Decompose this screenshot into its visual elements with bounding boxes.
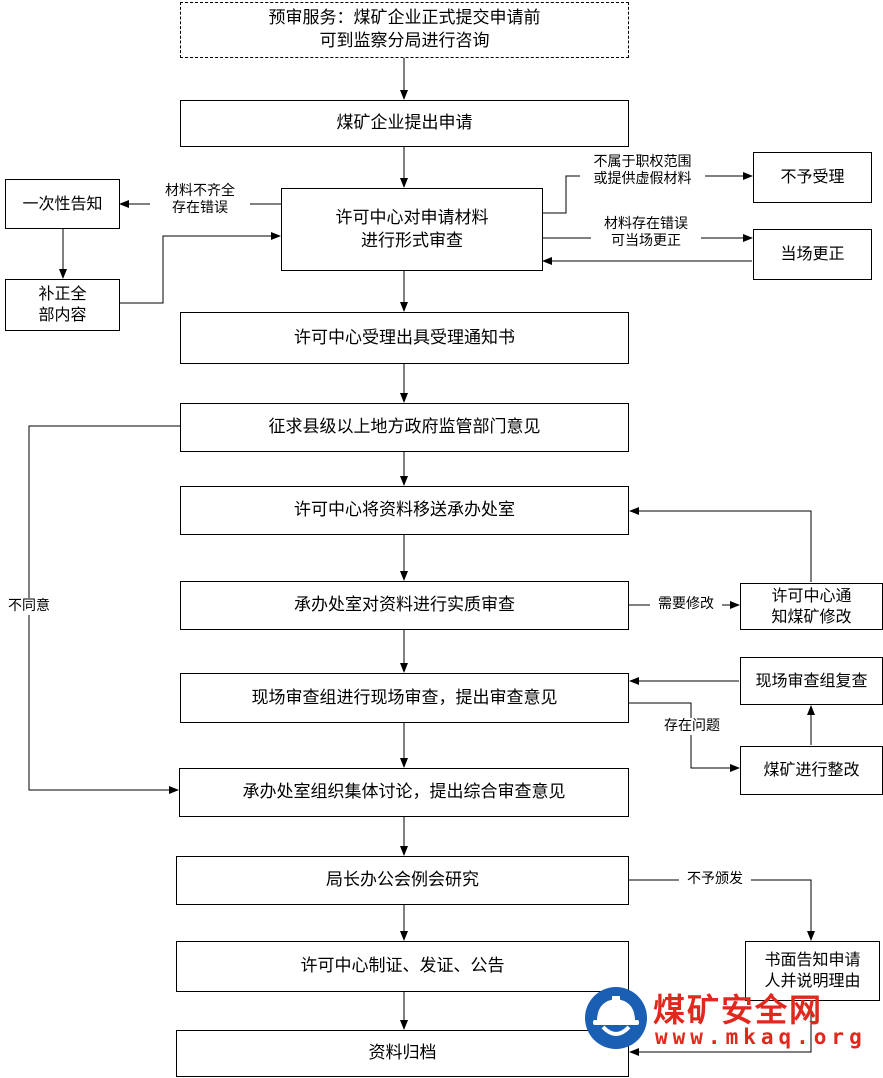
node-written-notice-line1: 书面告知申请 xyxy=(764,950,861,970)
label-correctable: 材料存在错误 可当场更正 xyxy=(591,216,701,250)
node-written-notice: 书面告知申请 人并说明理由 xyxy=(745,941,880,1001)
watermark-brand: 煤矿安全网 xyxy=(653,991,824,1029)
node-written-notice-line2: 人并说明理由 xyxy=(764,971,861,990)
node-not-accepted: 不予受理 xyxy=(753,152,872,203)
node-substantive-review: 承办处室对资料进行实质审查 xyxy=(180,581,629,630)
node-pre-review: 预审服务：煤矿企业正式提交申请前 可到监察分局进行咨询 xyxy=(180,2,629,58)
node-transfer-label: 许可中心将资料移送承办处室 xyxy=(294,500,515,521)
node-notify-modify-line1: 许可中心通 xyxy=(771,585,852,605)
node-group-discussion: 承办处室组织集体讨论，提出综合审查意见 xyxy=(179,768,629,817)
node-site-review-label: 现场审查组进行现场审查，提出审查意见 xyxy=(251,687,558,708)
node-formal-review: 许可中心对申请材料 进行形式审查 xyxy=(281,188,543,271)
node-formal-review-line2: 进行形式审查 xyxy=(361,230,463,251)
node-transfer: 许可中心将资料移送承办处室 xyxy=(180,486,629,535)
node-group-discussion-label: 承办处室组织集体讨论，提出综合审查意见 xyxy=(242,782,566,803)
label-out-of-scope-line1: 不属于职权范围 xyxy=(593,154,692,170)
edge-meeting-to-written xyxy=(628,879,815,941)
helmet-icon xyxy=(585,987,647,1049)
node-site-recheck: 现场审查组复查 xyxy=(740,657,883,705)
node-correct-on-site: 当场更正 xyxy=(753,229,872,280)
node-site-review: 现场审查组进行现场审查，提出审查意见 xyxy=(180,673,629,723)
node-director-meeting-label: 局长办公会例会研究 xyxy=(326,870,479,891)
node-notify-modify-line2: 知煤矿修改 xyxy=(771,606,852,626)
node-not-accepted-label: 不予受理 xyxy=(780,167,845,187)
label-has-problem: 存在问题 xyxy=(656,718,728,735)
node-archive: 资料归档 xyxy=(176,1030,629,1077)
label-disagree-text: 不同意 xyxy=(8,598,50,614)
label-incomplete: 材料不齐全 存在错误 xyxy=(150,183,250,217)
node-issue-certificate-label: 许可中心制证、发证、公告 xyxy=(300,956,505,977)
label-out-of-scope-line2: 或提供虚假材料 xyxy=(593,170,692,187)
label-disagree: 不同意 xyxy=(1,598,57,615)
edge-notify-to-transfer xyxy=(629,507,812,582)
node-solicit-opinion: 征求县级以上地方政府监管部门意见 xyxy=(180,403,629,452)
label-out-of-scope: 不属于职权范围 或提供虚假材料 xyxy=(580,154,705,188)
label-correctable-line2: 可当场更正 xyxy=(611,232,681,249)
node-rectify: 煤矿进行整改 xyxy=(740,746,883,795)
node-substantive-review-label: 承办处室对资料进行实质审查 xyxy=(294,595,515,616)
node-issue-certificate: 许可中心制证、发证、公告 xyxy=(176,941,629,992)
node-formal-review-line1: 许可中心对申请材料 xyxy=(335,207,489,228)
node-site-recheck-label: 现场审查组复查 xyxy=(755,670,868,690)
edge-written-to-archive xyxy=(629,1002,812,1056)
label-has-problem-text: 存在问题 xyxy=(664,718,720,734)
node-supplement-line2: 部内容 xyxy=(38,305,87,324)
node-archive-label: 资料归档 xyxy=(368,1043,437,1064)
label-not-issue-text: 不予颁发 xyxy=(687,871,743,887)
node-rectify-label: 煤矿进行整改 xyxy=(763,760,860,780)
node-supplement: 补正全 部内容 xyxy=(5,279,120,331)
label-correctable-line1: 材料存在错误 xyxy=(604,216,688,232)
edge-site-to-rectify xyxy=(628,702,740,772)
node-pre-review-line2: 可到监察分局进行咨询 xyxy=(319,31,490,51)
node-solicit-opinion-label: 征求县级以上地方政府监管部门意见 xyxy=(268,417,541,438)
label-need-modify-text: 需要修改 xyxy=(658,596,714,612)
edge-supplement-to-formal xyxy=(120,232,281,304)
label-incomplete-line2: 存在错误 xyxy=(172,199,228,216)
node-supplement-line1: 补正全 xyxy=(38,284,87,304)
node-accept-notice: 许可中心受理出具受理通知书 xyxy=(180,312,629,364)
node-pre-review-line1: 预审服务：煤矿企业正式提交申请前 xyxy=(268,8,541,29)
node-director-meeting: 局长办公会例会研究 xyxy=(176,856,629,905)
node-submit-label: 煤矿企业提出申请 xyxy=(336,113,473,134)
label-not-issue: 不予颁发 xyxy=(679,871,751,888)
node-correct-on-site-label: 当场更正 xyxy=(780,244,845,264)
node-one-time-notice-label: 一次性告知 xyxy=(22,193,103,213)
label-need-modify: 需要修改 xyxy=(650,596,722,613)
node-submit: 煤矿企业提出申请 xyxy=(180,100,629,147)
watermark-logo: 煤矿安全网 www.mkaq.org xyxy=(583,983,883,1078)
label-incomplete-line1: 材料不齐全 xyxy=(165,183,235,199)
node-notify-modify: 许可中心通 知煤矿修改 xyxy=(740,583,883,630)
node-accept-notice-label: 许可中心受理出具受理通知书 xyxy=(294,327,515,348)
node-one-time-notice: 一次性告知 xyxy=(5,179,120,229)
watermark-url: www.mkaq.org xyxy=(655,1025,867,1049)
